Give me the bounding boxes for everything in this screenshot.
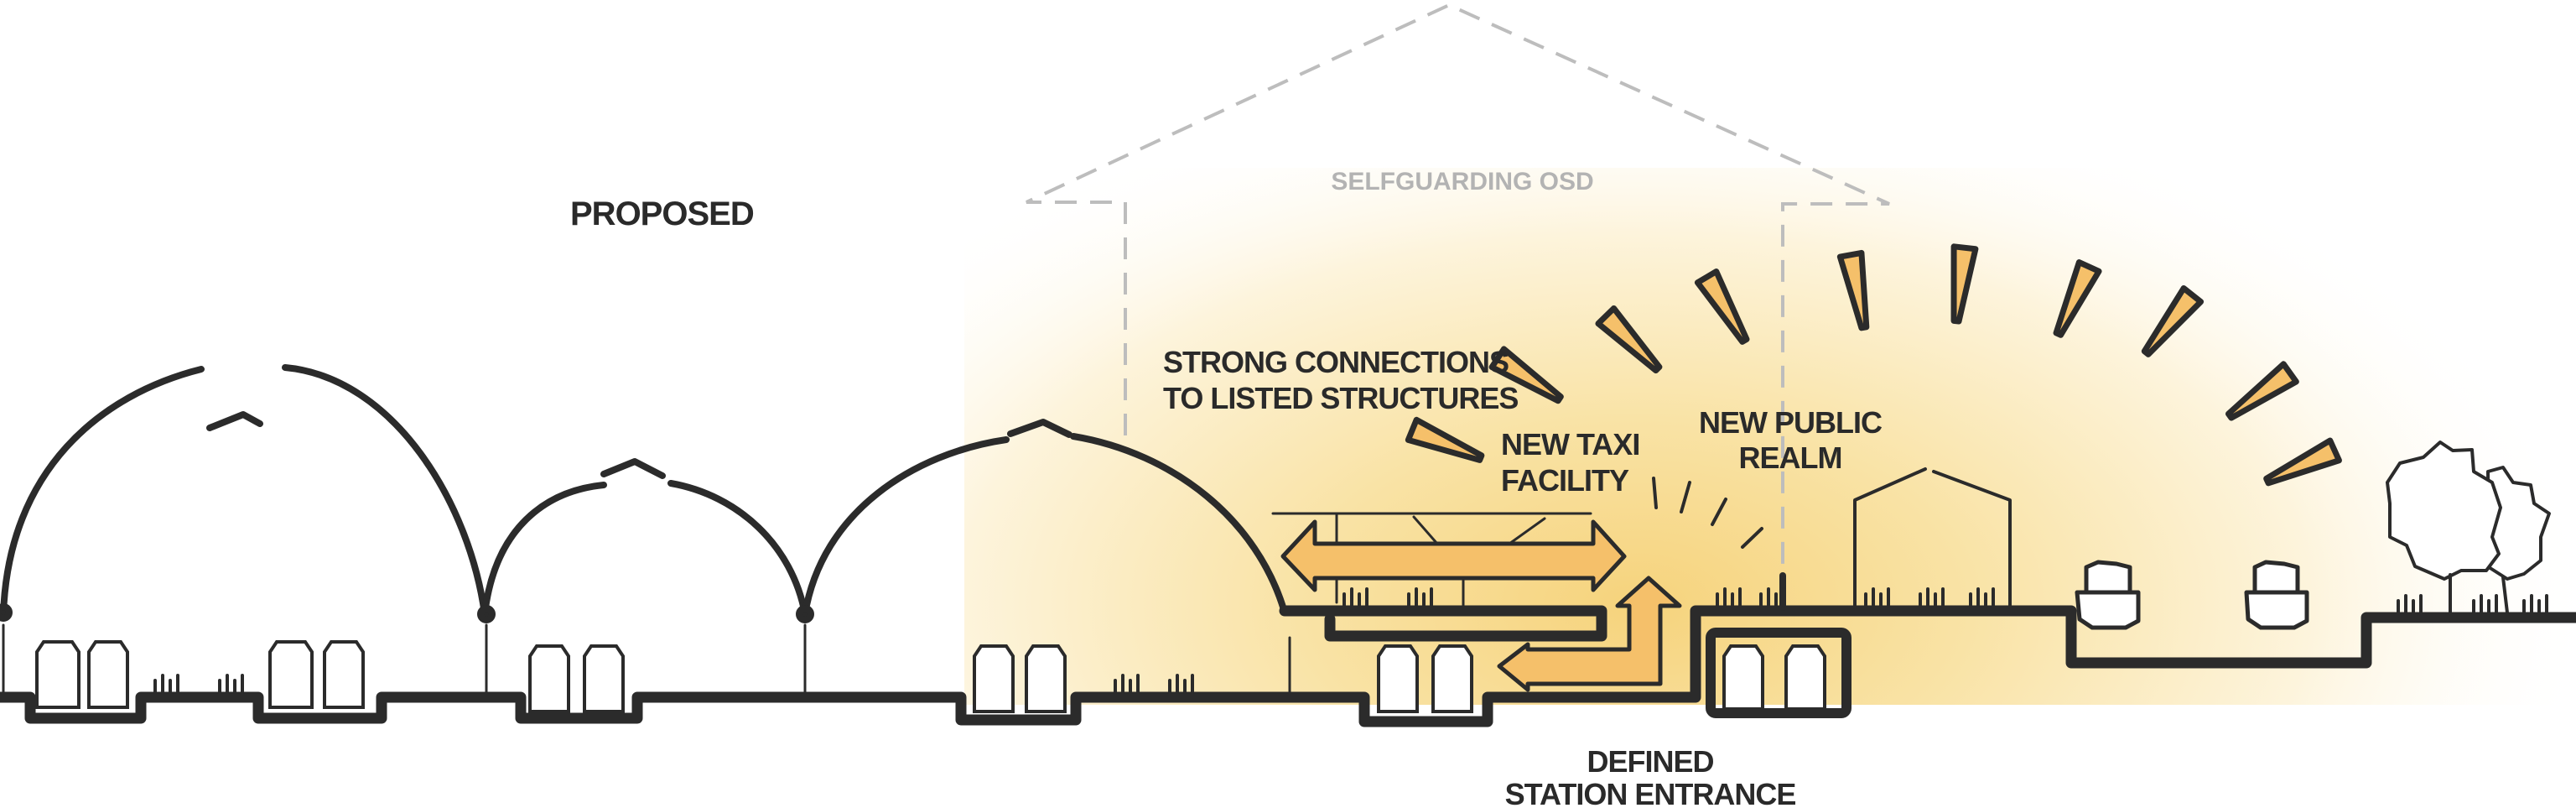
public-realm-burst: [1652, 477, 1763, 549]
train-carriage: [528, 644, 570, 713]
sun-ray-wedge: [1836, 249, 1870, 331]
grass-tufts: [153, 587, 2548, 694]
osd-outline: [1026, 3, 1890, 592]
sun-ray-wedge: [2141, 284, 2205, 357]
osd-label: SELFGUARDING OSD: [1331, 168, 1593, 195]
connection-double-arrow: [1280, 519, 1627, 592]
house-outline: [1853, 467, 2012, 609]
train-carriage: [1784, 644, 1826, 711]
realm-line1: NEW PUBLIC: [1699, 405, 1883, 440]
strong-connections-line2: TO LISTED STRUCTURES: [1163, 381, 1518, 415]
train-carriage: [583, 644, 625, 713]
station-entrance-arrow: [1497, 576, 1682, 692]
train-carriage: [1377, 644, 1419, 713]
sun-ray-wedge: [1950, 243, 1979, 325]
label-strong-connections: STRONG CONNECTIONS TO LISTED STRUCTURES: [1163, 345, 1519, 415]
sun-ray-wedge: [1488, 346, 1564, 404]
strong-connections-line1: STRONG CONNECTIONS: [1163, 345, 1509, 379]
train-carriage: [323, 640, 365, 709]
train-carriage: [1722, 644, 1764, 711]
label-taxi-facility: NEW TAXI FACILITY: [1501, 427, 1640, 498]
entrance-line1: DEFINED: [1587, 744, 1713, 779]
underground-box: [1706, 628, 1852, 718]
train-shed-arches: [0, 364, 1288, 623]
label-public-realm: NEW PUBLIC REALM: [1699, 405, 1883, 475]
train-carriage: [87, 640, 129, 709]
entrance-line2: STATION ENTRANCE: [1505, 777, 1796, 808]
label-station-entrance: DEFINED STATION ENTRANCE: [1505, 744, 1797, 808]
sun-ray-wedge: [2225, 361, 2299, 421]
sun-ray-wedge: [2263, 437, 2342, 487]
train-carriage: [973, 644, 1015, 713]
boats: [2075, 560, 2309, 630]
taxi-deck: [1271, 512, 1607, 642]
taxi-line1: NEW TAXI: [1501, 427, 1639, 461]
train-carriage: [1025, 644, 1067, 713]
sun-ray-wedge: [2053, 259, 2102, 338]
sun-rays: [1405, 243, 2342, 487]
train-carriage: [1431, 644, 1473, 713]
ground-section: [0, 605, 2576, 727]
arch-columns: [2, 623, 1291, 696]
sun-ray-wedge: [1595, 305, 1663, 374]
train-carriage: [35, 640, 80, 709]
sun-ray-wedge: [1405, 416, 1485, 463]
taxi-line2: FACILITY: [1501, 463, 1629, 498]
trees: [2386, 440, 2551, 614]
train-carriage: [268, 640, 314, 709]
sun-ray-wedge: [1694, 268, 1750, 345]
proposed-title: PROPOSED: [570, 195, 754, 232]
realm-line2: REALM: [1739, 440, 1842, 475]
trains: [35, 640, 1826, 713]
